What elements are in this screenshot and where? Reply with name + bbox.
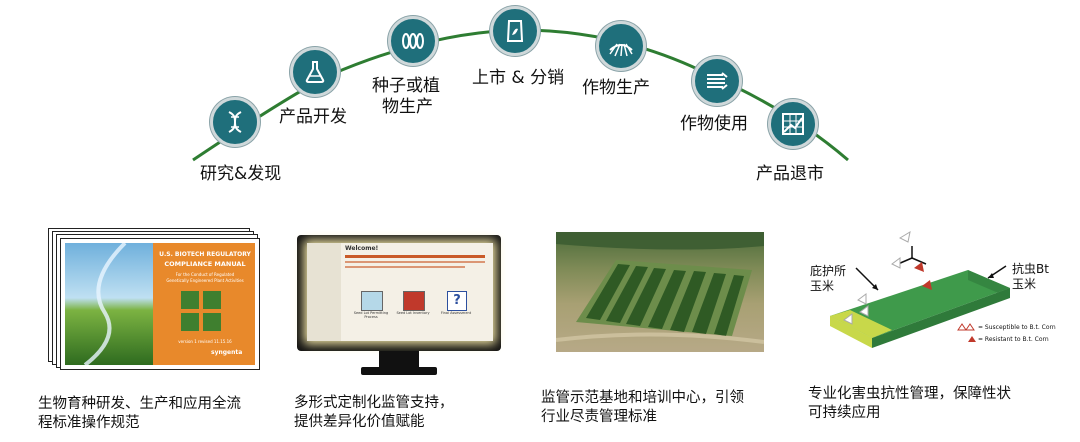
screen-sidebar	[307, 243, 341, 341]
field-plots	[556, 232, 764, 344]
field-rows-icon	[596, 21, 646, 71]
caption-regulatory-support-line2: 提供差异化价值赋能	[294, 414, 425, 430]
compliance-manual-panel: U.S. BIOTECH REGULATORY COMPLIANCE MANUA…	[48, 228, 260, 370]
screen-step-1-label: Seed Lot Permitting Process	[353, 311, 389, 319]
caption-sop-line1: 生物育种研发、生产和应用全流	[38, 396, 241, 412]
caption-demo-base-line2: 行业尽责管理标准	[541, 409, 657, 425]
caption-demo-base: 监管示范基地和培训中心，引领 行业尽责管理标准	[541, 389, 744, 427]
refuge-label-line1: 庇护所	[810, 264, 847, 278]
stage-label-crop-use: 作物使用	[680, 114, 748, 134]
screen-step-3-image: ?	[447, 291, 467, 311]
caption-sop: 生物育种研发、生产和应用全流 程标准操作规范	[38, 395, 241, 433]
seed-bag-icon	[490, 6, 540, 56]
document-icon	[181, 313, 199, 331]
screen-step-3-label: Final Assessment	[440, 311, 472, 315]
stage-label-crop-production: 作物生产	[582, 78, 650, 98]
legend-resistant: = Resistant to B.t. Corn	[978, 336, 1049, 343]
stage-label-seed-production-line2: 物生产	[382, 97, 433, 117]
demonstration-field-photo	[556, 232, 764, 352]
monitor-stand-neck	[379, 351, 419, 369]
moth-icons	[843, 230, 932, 325]
legend-susceptible: = Susceptible to B.t. Corn	[978, 324, 1056, 331]
seeds-icon	[388, 16, 438, 66]
stage-label-market: 上市 & 分销	[472, 68, 565, 88]
screen-step-2-label: Seed Lot Inventory	[396, 311, 430, 315]
bt-label-line2: 玉米	[1012, 277, 1037, 291]
caption-demo-base-line1: 监管示范基地和培训中心，引领	[541, 390, 744, 406]
field-icon	[203, 313, 221, 331]
dna-icon	[210, 97, 260, 147]
monitor-screen: Welcome! ? Seed Lot Permitting Process S…	[297, 235, 501, 351]
refuge-label-line2: 玉米	[810, 279, 835, 293]
manual-version: version 1 revised 11.15.16	[178, 339, 232, 344]
bt-label-line1: 抗虫Bt	[1012, 262, 1049, 276]
lock-icon	[181, 291, 199, 309]
manual-subtitle-1: For the Conduct of Regulated	[175, 272, 235, 277]
manual-title-1: U.S. BIOTECH REGULATORY	[159, 251, 251, 258]
stage-label-retire: 产品退市	[756, 164, 824, 184]
caption-regulatory-support-line1: 多形式定制化监管支持，	[294, 395, 454, 411]
screen-heading: Welcome!	[345, 245, 379, 252]
manual-cover: U.S. BIOTECH REGULATORY COMPLIANCE MANUA…	[60, 238, 260, 370]
manual-subtitle-2: Genetically Engineered Plant Activities	[166, 278, 244, 283]
refuge-block-illustration	[830, 230, 1010, 348]
flask-icon	[290, 47, 340, 97]
stage-label-seed-production: 种子或植 物生产	[372, 76, 440, 118]
monitor-panel: Welcome! ? Seed Lot Permitting Process S…	[297, 235, 503, 385]
caption-pest-resistance: 专业化害虫抗性管理，保障性状 可持续应用	[808, 385, 1011, 423]
caption-pest-resistance-line1: 专业化害虫抗性管理，保障性状	[808, 386, 1011, 402]
screen-step-1-image	[361, 291, 383, 311]
grid-chart-icon	[768, 99, 818, 149]
screen-step-2-image	[403, 291, 425, 311]
caption-sop-line2: 程标准操作规范	[38, 415, 140, 431]
stage-label-development: 产品开发	[279, 107, 347, 127]
caption-regulatory-support: 多形式定制化监管支持， 提供差异化价值赋能	[294, 394, 454, 432]
grain-flow-icon	[692, 56, 742, 106]
lifecycle-arc	[192, 28, 849, 162]
caption-pest-resistance-line2: 可持续应用	[808, 405, 881, 421]
stage-label-research: 研究&发现	[200, 164, 282, 184]
truck-icon	[203, 291, 221, 309]
monitor-stand-base	[361, 367, 437, 375]
manual-title-2: COMPLIANCE MANUAL	[164, 260, 246, 268]
stage-label-seed-production-line1: 种子或植	[372, 76, 440, 96]
syngenta-logo: syngenta	[211, 349, 243, 356]
insect-resistance-diagram: 庇护所 玉米 抗虫Bt 玉米 = Susceptible to B.t. Cor…	[800, 228, 1070, 358]
dna-swoosh-icon	[83, 243, 127, 365]
